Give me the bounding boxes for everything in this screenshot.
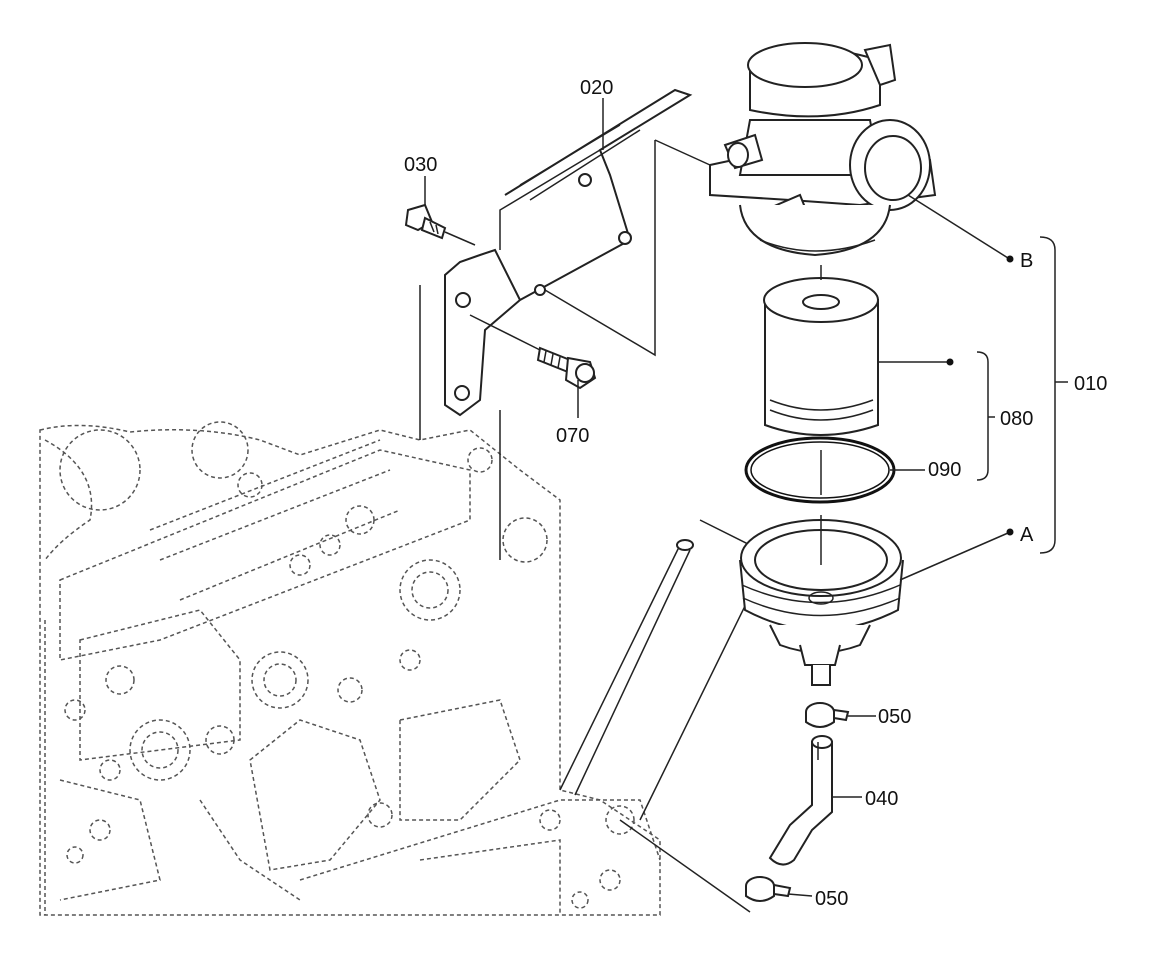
label-090: 090 [928,459,961,481]
engine-block [39,421,661,916]
leader-lines [424,98,1014,897]
label-050-lower: 050 [815,888,848,910]
hose-clamp-lower [619,819,792,913]
label-040: 040 [865,788,898,810]
filter-head [709,42,937,257]
part-labels: 020 030 070 B 010 080 090 A 050 040 050 [404,77,1107,910]
label-080: 080 [1000,408,1033,430]
label-070: 070 [556,425,589,447]
hose-040 [768,735,833,866]
label-030: 030 [404,154,437,176]
label-010: 010 [1074,373,1107,395]
filter-cartridge [763,265,879,436]
group-brackets [976,236,1068,554]
label-ref-a: A [1020,524,1034,546]
hose-clamp-upper [805,702,850,728]
o-ring [744,436,896,504]
bolt-070 [469,314,597,390]
label-020: 020 [580,77,613,99]
label-050-upper: 050 [878,706,911,728]
dipstick-guide-tube [559,519,772,821]
bolt-030 [404,203,476,246]
label-ref-b: B [1020,250,1033,272]
bracket-020 [419,88,711,560]
filter-bowl [739,515,904,686]
